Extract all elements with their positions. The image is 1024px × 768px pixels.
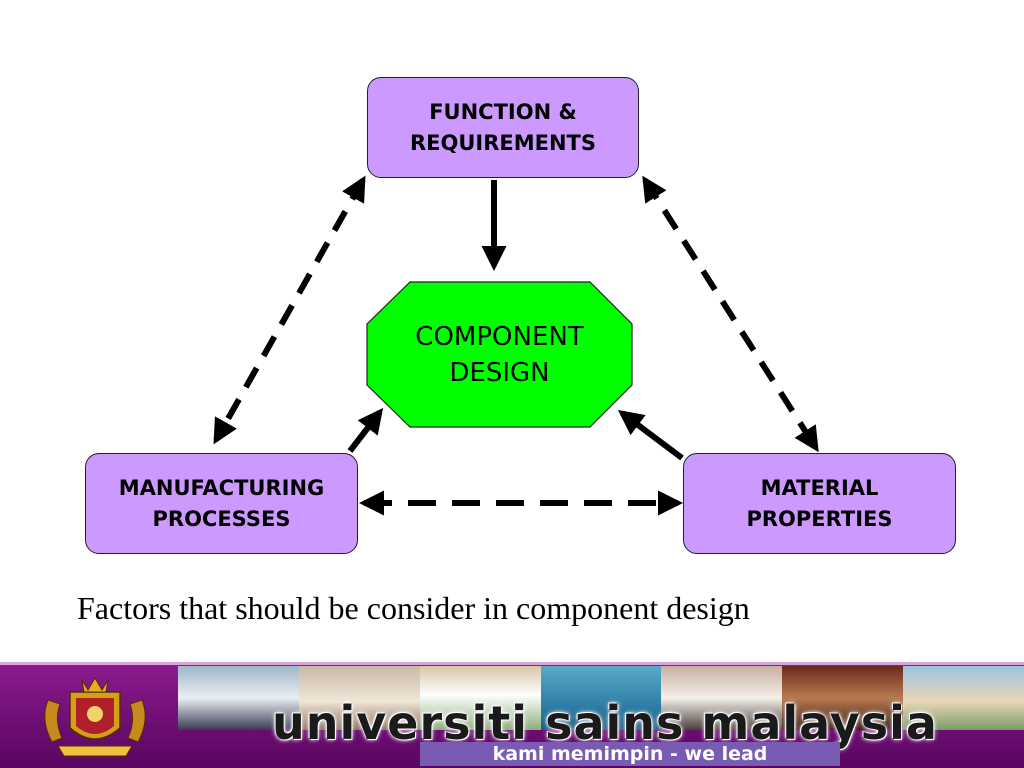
function-requirements-box: FUNCTION & REQUIREMENTS: [367, 77, 639, 178]
factors-diagram: [213, 175, 819, 516]
photo-building: [298, 666, 420, 730]
university-crest-icon: [44, 677, 146, 757]
manufacturing-box-line1: MANUFACTURING: [118, 475, 325, 500]
photo-hall: [903, 666, 1024, 730]
material-properties-box: MATERIAL PROPERTIES: [683, 453, 956, 554]
university-banner: universiti sains malaysia kami memimpin …: [0, 662, 1024, 768]
dashed-arrow-function-manufacturing: [213, 175, 366, 445]
diagram-caption: Factors that should be consider in compo…: [77, 590, 750, 626]
center-line2: DESIGN: [449, 357, 550, 388]
component-design-label: COMPONENT DESIGN: [367, 282, 632, 427]
university-tagline: kami memimpin - we lead: [492, 743, 768, 765]
function-box-line1: FUNCTION &: [429, 99, 577, 124]
dashed-arrow-function-material: [642, 175, 819, 453]
campus-photo-strip: [178, 666, 1024, 730]
function-box-line2: REQUIREMENTS: [409, 130, 597, 155]
photo-campus: [419, 666, 541, 730]
component-design-octagon: [366, 281, 633, 428]
material-box-line1: MATERIAL: [760, 475, 879, 500]
photo-ceremony: [782, 666, 904, 730]
manufacturing-box-line2: PROCESSES: [152, 506, 291, 531]
tagline-bar: [420, 742, 840, 766]
photo-graduates: [178, 666, 299, 730]
photo-divers: [540, 666, 662, 730]
material-box-line2: PROPERTIES: [746, 506, 893, 531]
center-line1: COMPONENT: [415, 321, 584, 352]
university-name: universiti sains malaysia: [272, 696, 938, 750]
photo-award: [661, 666, 783, 730]
banner-top-edge: [0, 662, 1024, 665]
manufacturing-processes-box: MANUFACTURING PROCESSES: [85, 453, 358, 554]
